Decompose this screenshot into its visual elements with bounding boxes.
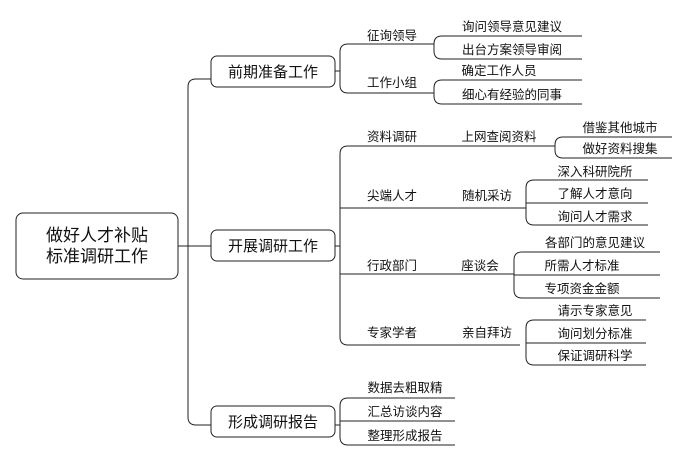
leaf-item: 所需人才标准 xyxy=(544,258,619,273)
leaf-item: 请示专家意见 xyxy=(557,303,632,318)
leaf-item: 询问人才需求 xyxy=(557,209,633,224)
node-top-talent: 尖端人才 xyxy=(367,188,417,203)
leaf-item: 借鉴其他城市 xyxy=(582,120,657,135)
leaf-item: 汇总访谈内容 xyxy=(367,404,442,419)
leaf-item: 询问划分标准 xyxy=(557,326,632,341)
branch-prep-label: 前期准备工作 xyxy=(228,63,318,81)
node-method-symposium: 座谈会 xyxy=(461,258,499,273)
leaf-item: 深入科研院所 xyxy=(557,164,632,179)
leaf-item: 询问领导意见建议 xyxy=(462,19,563,34)
node-consult-leaders: 征询领导 xyxy=(367,28,417,43)
node-work-team: 工作小组 xyxy=(367,75,417,90)
node-admin-dept: 行政部门 xyxy=(367,258,417,273)
node-method-visit: 亲自拜访 xyxy=(462,325,512,340)
leaf-item: 确定工作人员 xyxy=(461,63,536,78)
leaf-item: 保证调研科学 xyxy=(557,348,632,363)
root-title-line1: 做好人才补贴 xyxy=(46,226,148,246)
branch-report-box xyxy=(210,405,336,438)
node-experts: 专家学者 xyxy=(367,325,417,340)
branch-research-box xyxy=(210,229,336,262)
connectors xyxy=(178,35,672,446)
leaf-item: 整理形成报告 xyxy=(367,428,442,443)
leaf-item: 了解人才意向 xyxy=(557,186,632,201)
branch-report-label: 形成调研报告 xyxy=(228,413,318,431)
leaf-item: 细心有经验的同事 xyxy=(462,87,562,102)
leaf-item: 出台方案领导审阅 xyxy=(462,42,562,57)
leaf-item: 做好资料搜集 xyxy=(582,141,658,156)
node-method-interview: 随机采访 xyxy=(462,188,512,203)
branch-prep-box xyxy=(210,55,336,88)
leaf-item: 专项资金金额 xyxy=(544,281,620,296)
root-node-box xyxy=(15,212,179,280)
root-title-line2: 标准调研工作 xyxy=(46,247,148,267)
leaf-item: 各部门的意见建议 xyxy=(545,235,646,250)
node-data-research: 资料调研 xyxy=(367,129,417,144)
branch-research-label: 开展调研工作 xyxy=(228,237,318,255)
leaf-item: 数据去粗取精 xyxy=(367,380,442,395)
node-method-online: 上网查阅资料 xyxy=(461,129,537,144)
